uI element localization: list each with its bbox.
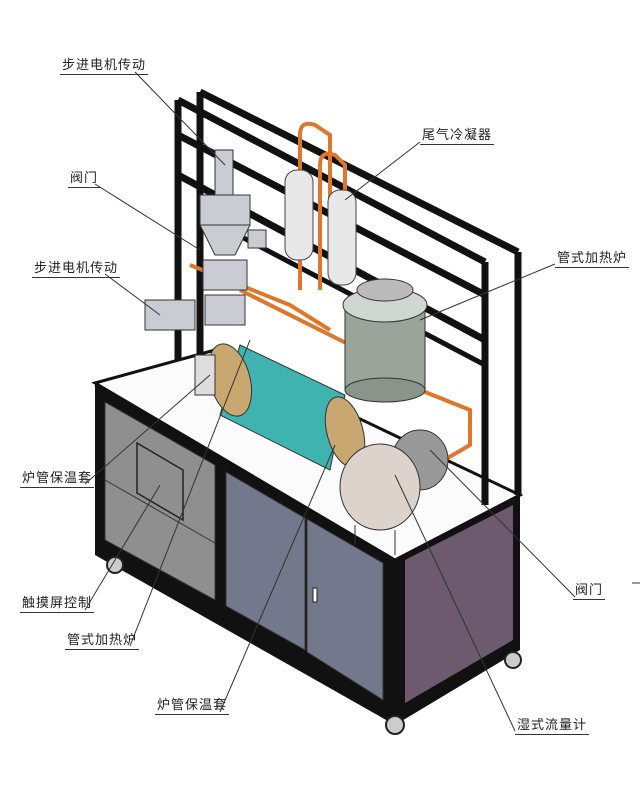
label-wet-flowmeter: 湿式流量计 — [515, 714, 590, 735]
cabinet-door-right — [306, 518, 384, 701]
tube-furnace — [194, 343, 366, 471]
exhaust-condenser — [284, 169, 357, 286]
leader-lines — [84, 71, 640, 732]
label-insulation-bottom: 炉管保温套 — [155, 694, 230, 715]
label-valve-right: 阀门 — [573, 579, 606, 600]
door-handle — [312, 587, 318, 603]
label-exhaust-condenser: 尾气冷凝器 — [420, 124, 495, 145]
label-insulation-left: 炉管保温套 — [20, 467, 95, 488]
touchscreen-panel — [104, 401, 216, 601]
casters — [106, 556, 522, 735]
cabinet-door-left — [225, 471, 306, 651]
label-touchscreen: 触摸屏控制 — [20, 592, 95, 613]
label-stepper-top: 步进电机传动 — [60, 54, 149, 75]
label-tube-furnace-left: 管式加热炉 — [65, 629, 140, 650]
label-stepper-mid: 步进电机传动 — [32, 257, 121, 278]
wet-flowmeter — [339, 429, 449, 555]
valve-assembly — [144, 149, 267, 331]
touchscreen — [136, 441, 184, 522]
label-tube-furnace-right: 管式加热炉 — [555, 247, 630, 268]
reactor-furnace — [342, 278, 428, 403]
label-valve-top: 阀门 — [68, 167, 101, 188]
